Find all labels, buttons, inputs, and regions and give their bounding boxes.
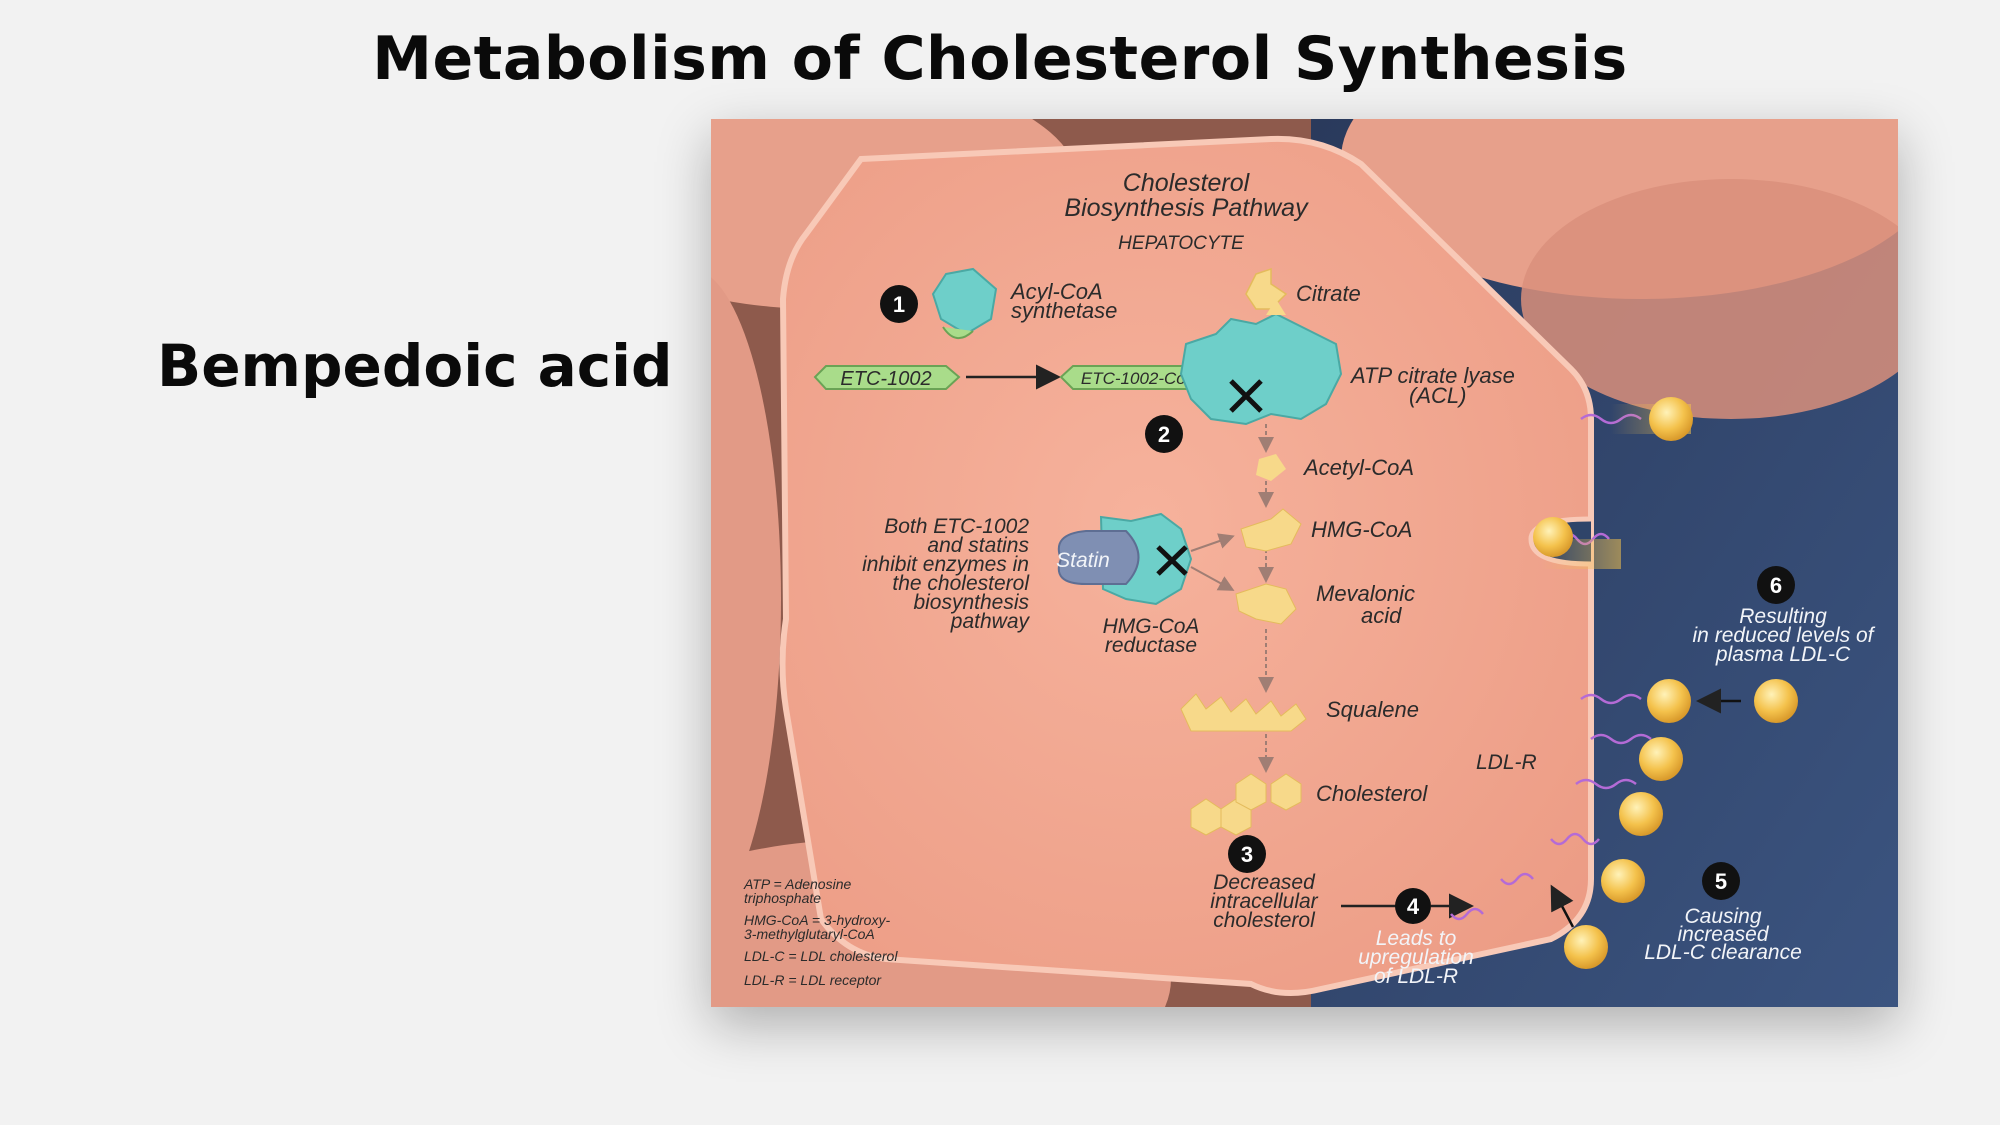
ldl-particle (1649, 397, 1693, 441)
mevalonic-acid-molecule (1235, 583, 1297, 625)
acyl-coa-synthetase-label-2: synthetase (1011, 298, 1117, 323)
ldl-receptor (1580, 693, 1642, 705)
ldl-particle (1647, 679, 1691, 723)
step-4-number: 4 (1407, 894, 1420, 919)
step-5-marker (1702, 862, 1740, 900)
step-4-text-1: Leads to (1376, 927, 1457, 950)
mevalonic-label-2: acid (1361, 603, 1402, 628)
ldl-uptake-arrow (1550, 884, 1575, 928)
etc-1002-tag (813, 365, 961, 390)
ldl-receptor (1550, 832, 1600, 846)
acetyl-coa-label: Acetyl-CoA (1302, 455, 1414, 480)
acyl-coa-synthetase-binding (942, 326, 974, 339)
inhibit-note-line: biosynthesis (913, 591, 1029, 614)
inhibit-note-line: the cholesterol (892, 572, 1030, 595)
hmg-coa-molecule (1240, 508, 1302, 552)
reductase-substrate-arrow (1190, 533, 1235, 552)
ldl-particle (1639, 737, 1683, 781)
step-5-text-1: Causing (1684, 905, 1761, 928)
acyl-coa-synthetase-enzyme (931, 267, 998, 336)
hmg-coa-reductase-label-2: reductase (1105, 634, 1197, 657)
step-3-number: 3 (1241, 842, 1253, 867)
cholesterol-pathway-figure: Cholesterol Biosynthesis Pathway HEPATOC… (711, 119, 1898, 1007)
ldl-receptor (1575, 778, 1637, 790)
acl-label-1: ATP citrate lyase (1349, 363, 1515, 388)
cholesterol-ring (1235, 773, 1267, 811)
ldl-receptor (1590, 733, 1652, 745)
step-5-number: 5 (1715, 869, 1727, 894)
hmg-coa-reductase-label-1: HMG-CoA (1103, 615, 1200, 638)
step-1-marker (880, 285, 918, 323)
step-4-text-3: of LDL-R (1374, 965, 1458, 988)
squalene-label: Squalene (1326, 697, 1419, 722)
inhibit-note: Both ETC-1002 and statins inhibit enzyme… (862, 515, 1030, 633)
slide-title: Metabolism of Cholesterol Synthesis (372, 24, 1628, 94)
ldl-receptor (1450, 907, 1484, 921)
abbreviation-legend: ATP = Adenosine triphosphate HMG-CoA = 3… (743, 876, 898, 988)
acyl-coa-synthetase-label-1: Acyl-CoA (1009, 279, 1103, 304)
hmg-coa-label: HMG-CoA (1311, 517, 1412, 542)
neighbor-cell (1521, 179, 1898, 419)
pathway-diagram: Cholesterol Biosynthesis Pathway HEPATOC… (711, 119, 1898, 1007)
ldl-r-label: LDL-R (1476, 751, 1537, 774)
legend-line: HMG-CoA = 3-hydroxy- (744, 912, 890, 928)
ldl-particle (1564, 925, 1608, 969)
cholesterol-ring (1270, 773, 1302, 811)
statin-label: Statin (1056, 549, 1110, 572)
atp-citrate-lyase-enzyme (1179, 312, 1343, 426)
step-3-text-2: intracellular (1210, 890, 1318, 913)
hmg-coa-reductase-inhibition-x (1156, 545, 1188, 576)
step-3-marker (1228, 835, 1266, 873)
ldl-particle (1754, 679, 1798, 723)
step-6-text-3: plasma LDL-C (1715, 643, 1851, 666)
legend-line: triphosphate (744, 890, 821, 906)
pathway-header-line2: Biosynthesis Pathway (1064, 194, 1309, 222)
ldl-particle (1601, 859, 1645, 903)
reductase-product-arrow (1190, 566, 1235, 591)
citrate-label: Citrate (1296, 281, 1361, 306)
squalene-molecule (1180, 693, 1307, 732)
neighbor-cell (711, 277, 781, 921)
inhibit-note-line: and statins (927, 534, 1029, 557)
step-2-number: 2 (1158, 422, 1170, 447)
acl-label-2: (ACL) (1409, 383, 1466, 408)
step-6-marker (1757, 566, 1795, 604)
legend-line: 3-methylglutaryl-CoA (744, 926, 875, 942)
inhibit-note-line: Both ETC-1002 (884, 515, 1029, 538)
hepatocyte-label: HEPATOCYTE (1118, 233, 1244, 254)
step-4-marker (1395, 888, 1431, 924)
step-2-marker (1145, 415, 1183, 453)
legend-line: LDL-R = LDL receptor (744, 972, 882, 988)
statin-molecule (1057, 530, 1140, 585)
inhibit-note-line: inhibit enzymes in (862, 553, 1029, 576)
etc-1002-label: ETC-1002 (840, 368, 931, 390)
inhibit-note-line: pathway (950, 610, 1031, 633)
step-1-number: 1 (893, 292, 905, 317)
step-4-text-2: upregulation (1358, 946, 1474, 969)
ldl-particle (1619, 792, 1663, 836)
legend-line: ATP = Adenosine (743, 876, 851, 892)
step-5-text-2: increased (1677, 923, 1769, 946)
cholesterol-label: Cholesterol (1316, 781, 1428, 806)
step-6-text-1: Resulting (1739, 605, 1827, 628)
drug-name-label: Bempedoic acid (157, 332, 673, 400)
ldl-receptor (1500, 872, 1534, 886)
acl-substrate (1266, 299, 1286, 315)
acl-inhibition-x (1229, 379, 1263, 413)
step-5-text-3: LDL-C clearance (1644, 941, 1802, 964)
ldl-particle (1533, 517, 1573, 557)
mevalonic-label-1: Mevalonic (1316, 581, 1415, 606)
legend-line: LDL-C = LDL cholesterol (744, 948, 898, 964)
step-6-text-2: in reduced levels of (1693, 624, 1876, 647)
step-3-text-1: Decreased (1213, 871, 1316, 894)
step-6-number: 6 (1770, 573, 1782, 598)
etc-1002-coa-label: ETC-1002-CoA (1081, 369, 1197, 388)
acetyl-coa-molecule (1256, 454, 1286, 481)
pathway-header-line1: Cholesterol (1123, 169, 1251, 197)
step-3-text-3: cholesterol (1213, 909, 1316, 932)
